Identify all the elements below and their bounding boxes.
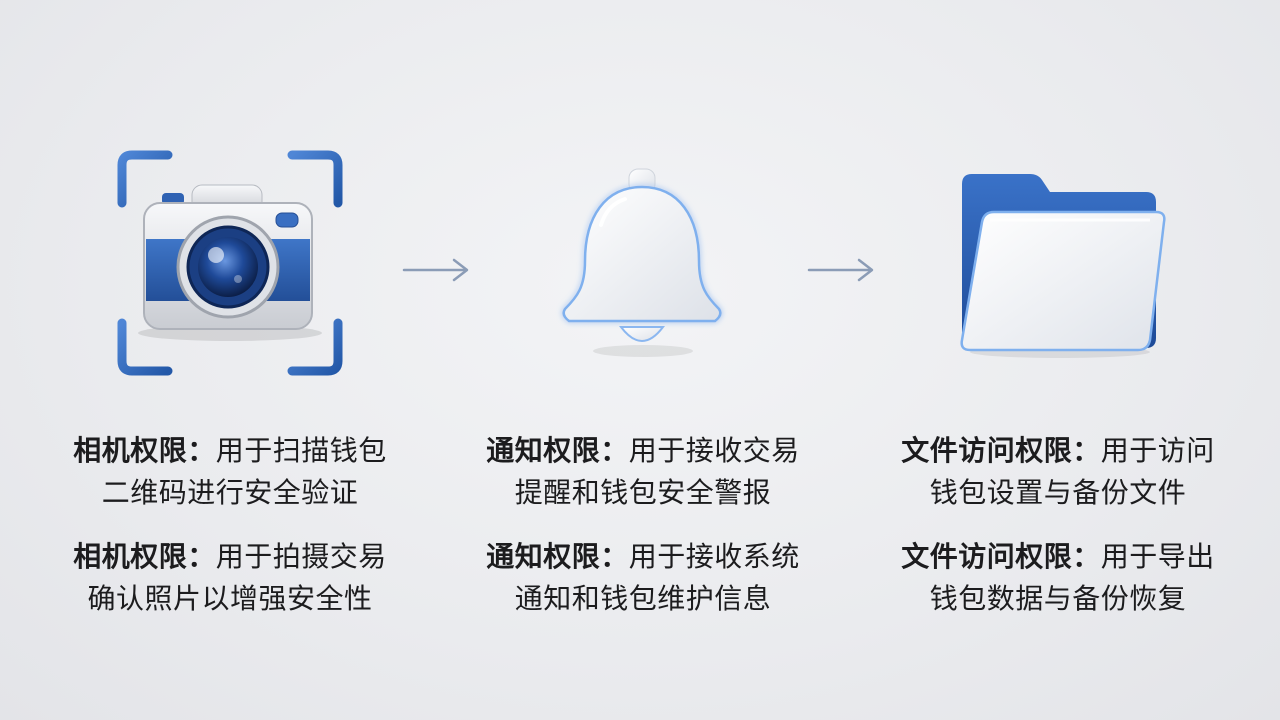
permission-desc: 用于拍摄交易 [215,540,387,573]
arrow-right-icon [402,255,472,285]
caption-item: 文件访问权限：用于访问 钱包设置与备份文件 [868,430,1248,514]
permission-desc-line2: 提醒和钱包安全警报 [514,476,772,509]
caption-item: 相机权限：用于拍摄交易 确认照片以增强安全性 [40,536,420,620]
permission-title: 文件访问权限： [901,434,1101,467]
permission-desc: 用于访问 [1100,434,1215,467]
permission-desc: 用于导出 [1100,540,1215,573]
permission-title: 文件访问权限： [901,540,1101,573]
file-access-permission-caption: 文件访问权限：用于访问 钱包设置与备份文件 文件访问权限：用于导出 钱包数据与备… [868,430,1248,642]
permission-desc: 用于接收系统 [628,540,800,573]
permission-desc-line2: 钱包设置与备份文件 [929,476,1187,509]
permission-desc-line2: 二维码进行安全验证 [101,476,359,509]
camera-icon [110,145,350,380]
permission-title: 相机权限： [73,434,216,467]
folder-icon [950,168,1175,363]
permission-title: 通知权限： [486,540,629,573]
permission-desc-line2: 通知和钱包维护信息 [514,582,772,615]
caption-item: 文件访问权限：用于导出 钱包数据与备份恢复 [868,536,1248,620]
bell-icon [555,165,730,360]
caption-item: 通知权限：用于接收系统 通知和钱包维护信息 [453,536,833,620]
permission-desc: 用于接收交易 [628,434,800,467]
caption-item: 相机权限：用于扫描钱包 二维码进行安全验证 [40,430,420,514]
permission-desc-line2: 确认照片以增强安全性 [87,582,373,615]
camera-permission-caption: 相机权限：用于扫描钱包 二维码进行安全验证 相机权限：用于拍摄交易 确认照片以增… [40,430,420,642]
notification-permission-caption: 通知权限：用于接收交易 提醒和钱包安全警报 通知权限：用于接收系统 通知和钱包维… [453,430,833,642]
permission-desc-line2: 钱包数据与备份恢复 [929,582,1187,615]
caption-item: 通知权限：用于接收交易 提醒和钱包安全警报 [453,430,833,514]
permission-title: 相机权限： [73,540,216,573]
permission-title: 通知权限： [486,434,629,467]
arrow-right-icon [807,255,877,285]
permission-desc: 用于扫描钱包 [215,434,387,467]
